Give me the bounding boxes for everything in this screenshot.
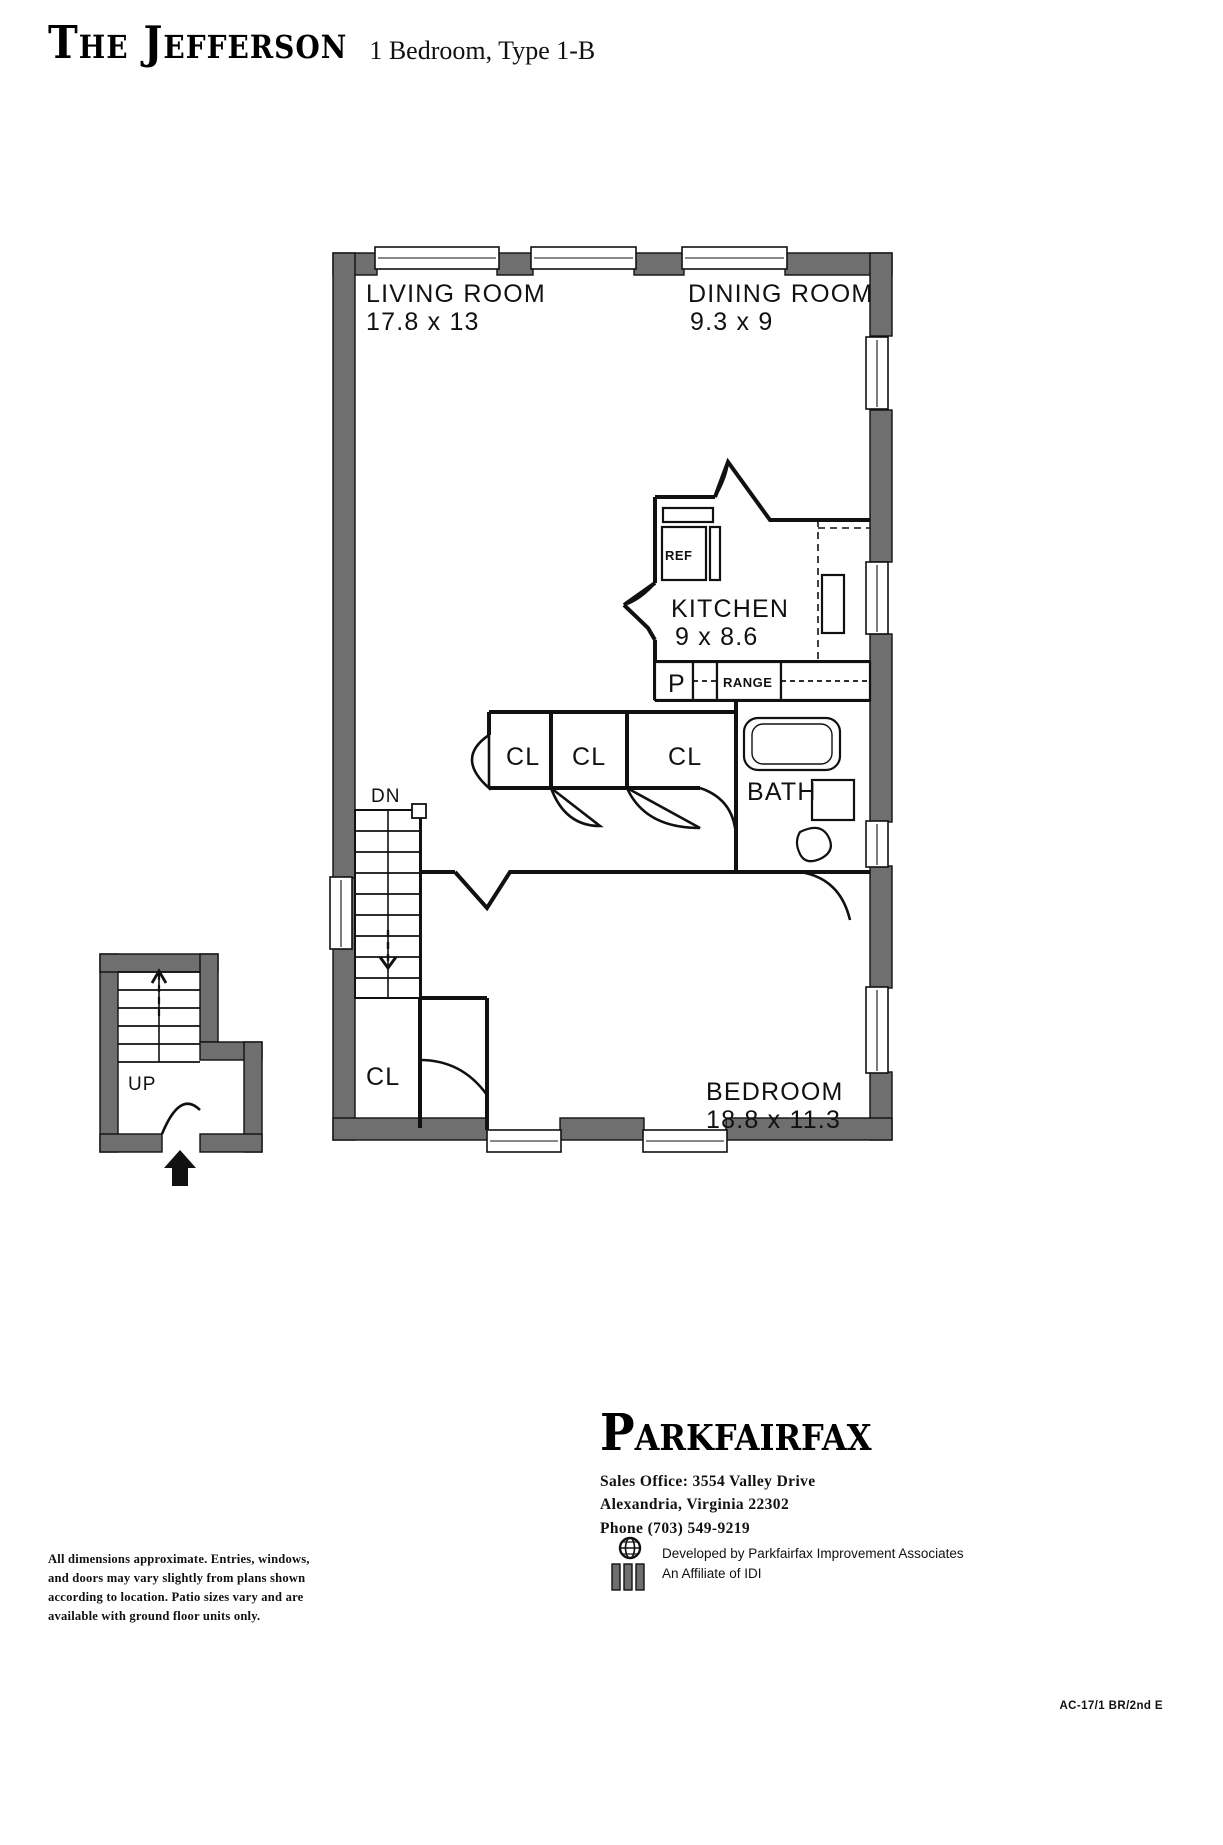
kitchen-dims: 9 x 8.6 xyxy=(675,623,758,651)
room-labels: LIVING ROOM 17.8 x 13 DINING ROOM 9.3 x … xyxy=(366,280,873,1134)
fridge-door xyxy=(708,525,722,582)
idi-logo-icon xyxy=(611,1536,645,1591)
bedroom-dims: 18.8 x 11.3 xyxy=(706,1106,841,1134)
window-top-1 xyxy=(374,246,500,270)
developer-block: Developed by Parkfairfax Improvement Ass… xyxy=(608,1536,964,1592)
stair-down-label: DN xyxy=(371,786,400,807)
developer-line-2: An Affiliate of IDI xyxy=(662,1566,762,1581)
refrigerator-label: REF xyxy=(665,548,693,563)
window-bottom-2 xyxy=(642,1129,728,1153)
stairs-down: DN xyxy=(354,786,427,999)
developer-line-1: Developed by Parkfairfax Improvement Ass… xyxy=(662,1546,964,1562)
bedroom-label: BEDROOM xyxy=(706,1078,844,1106)
windows xyxy=(329,246,889,1153)
plan-code-label: AC-17/1 BR/2nd E xyxy=(1059,1700,1163,1712)
window-top-3 xyxy=(681,246,788,270)
stair-up-label: UP xyxy=(128,1074,156,1095)
disclaimer-text: All dimensions approximate. Entries, win… xyxy=(48,1552,310,1623)
living-room-dims: 17.8 x 13 xyxy=(366,308,480,336)
toilet xyxy=(795,826,833,863)
brand-address: Sales Office: 3554 Valley Drive Alexandr… xyxy=(600,1470,1020,1540)
refrigerator xyxy=(660,525,708,582)
entry-vestibule: UP xyxy=(99,953,263,1186)
dining-room-label: DINING ROOM xyxy=(688,280,873,308)
window-top-2 xyxy=(530,246,637,270)
window-bottom-1 xyxy=(486,1129,562,1153)
pantry-label: P xyxy=(668,670,686,698)
range-label: RANGE xyxy=(723,675,772,690)
door-swings xyxy=(419,461,852,1096)
window-right-1 xyxy=(865,336,889,410)
entry-arrow-icon xyxy=(164,1150,196,1186)
window-right-4 xyxy=(865,986,889,1074)
bath-fixtures xyxy=(742,716,856,863)
dining-room-dims: 9.3 x 9 xyxy=(690,308,773,336)
phone-line: Phone (703) 549-9219 xyxy=(600,1519,751,1537)
title-block: The Jefferson 1 Bedroom, Type 1-B xyxy=(48,16,596,69)
closet-label-4: CL xyxy=(366,1063,400,1091)
cabinet xyxy=(661,506,715,524)
floor-plan-drawing: DN REF P RANGE LIVING ROOM xyxy=(99,246,893,1186)
window-right-2 xyxy=(865,561,889,635)
sales-office-line: Sales Office: 3554 Valley Drive xyxy=(600,1473,816,1490)
range-box xyxy=(715,660,783,702)
bathtub xyxy=(742,716,842,772)
sink xyxy=(820,573,846,635)
kitchen-fixtures xyxy=(653,506,872,702)
closet-label-2: CL xyxy=(572,743,606,771)
closet-label-1: CL xyxy=(506,743,540,771)
living-room-label: LIVING ROOM xyxy=(366,280,546,308)
sink-basin xyxy=(810,778,856,822)
window-right-3 xyxy=(865,820,889,868)
plan-type-subtitle: 1 Bedroom, Type 1-B xyxy=(369,36,596,65)
page-title: The Jefferson xyxy=(48,16,348,69)
window-left-1 xyxy=(329,876,353,950)
closet-label-3: CL xyxy=(668,743,702,771)
kitchen-label: KITCHEN xyxy=(671,595,789,623)
city-state-zip-line: Alexandria, Virginia 22302 xyxy=(600,1496,790,1514)
brand-block: Parkfairfax Sales Office: 3554 Valley Dr… xyxy=(600,1403,1020,1540)
bath-label: BATH xyxy=(747,778,817,806)
parkfairfax-logo: Parkfairfax xyxy=(600,1402,872,1462)
